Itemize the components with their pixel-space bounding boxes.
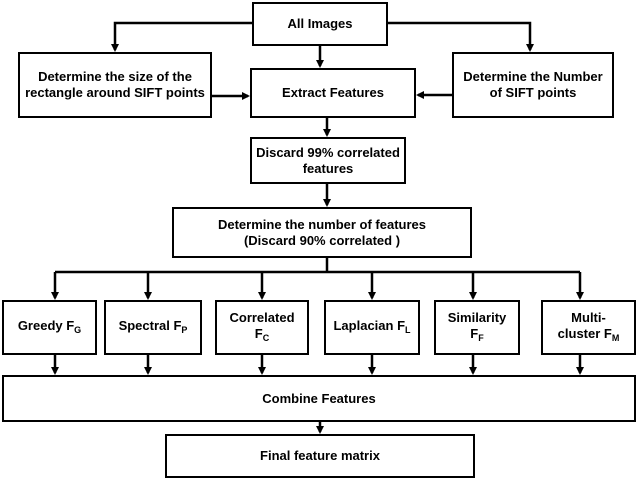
num-features-note: (Discard 90% correlated ) (243, 232, 401, 248)
rect-size-label: Determine the size of the rectangle arou… (25, 69, 205, 100)
method-greedy-box: Greedy FG (2, 300, 97, 355)
extract-features-box: Extract Features (250, 68, 416, 118)
method-laplacian-label: Laplacian FL (333, 317, 411, 335)
combine-features-label: Combine Features (262, 390, 376, 406)
discard99-label: Discard 99% correlated features (256, 144, 400, 176)
num-sift-box: Determine the Number of SIFT points (452, 52, 614, 118)
discard99-box: Discard 99% correlated features (250, 137, 406, 184)
arrow-to-rect-size (111, 21, 252, 52)
method-spectral-box: Spectral FP (104, 300, 202, 355)
method-correlated-box: Correlated FC (215, 300, 309, 355)
all-images-label: All Images (287, 16, 353, 31)
num-sift-label: Determine the Number of SIFT points (463, 69, 603, 100)
method-greedy-label: Greedy FG (17, 317, 82, 335)
combine-features-box: Combine Features (2, 375, 636, 422)
final-matrix-box: Final feature matrix (165, 434, 475, 478)
num-features-label: Determine the number of features (217, 216, 427, 232)
method-multicluster-box: Multi-cluster FM (541, 300, 636, 355)
method-laplacian-box: Laplacian FL (324, 300, 420, 355)
num-features-box: Determine the number of features (Discar… (172, 207, 472, 258)
method-similarity-label: Similarity FF (447, 309, 507, 343)
method-multicluster-label: Multi-cluster FM (557, 309, 620, 343)
method-correlated-label: Correlated FC (229, 309, 295, 343)
rect-size-box: Determine the size of the rectangle arou… (18, 52, 212, 118)
method-spectral-label: Spectral FP (118, 317, 188, 335)
extract-features-label: Extract Features (282, 85, 384, 100)
final-matrix-label: Final feature matrix (260, 448, 380, 463)
method-similarity-box: Similarity FF (434, 300, 520, 355)
arrow-to-num-sift (388, 21, 534, 52)
all-images-box: All Images (252, 2, 388, 46)
